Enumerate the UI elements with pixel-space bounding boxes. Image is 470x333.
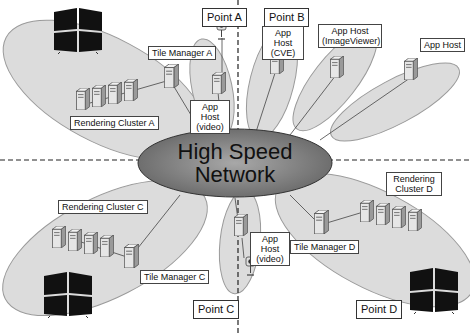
label-text: App Host (video) [254, 234, 286, 264]
component-label: Rendering Cluster A [70, 116, 159, 130]
site-label-box: Point B [264, 8, 309, 27]
component-label: Tile Manager A [148, 46, 216, 60]
display-walls [44, 8, 458, 318]
label-text: App Host [424, 40, 461, 50]
component-label: App Host [420, 38, 465, 52]
label-text: App Host (CVE) [266, 28, 300, 58]
component-label: App Host (video) [250, 232, 290, 266]
component-label: App Host (CVE) [262, 26, 304, 60]
label-text: Rendering Cluster C [62, 202, 144, 212]
label-text: Tile Manager C [144, 272, 205, 282]
network-ellipse: High Speed Network [137, 128, 333, 198]
label-text: Point C [198, 303, 234, 316]
label-text: App Host (video) [194, 102, 226, 132]
label-text: Point B [269, 11, 304, 24]
label-text: Point D [361, 303, 397, 316]
label-text: App Host (ImageViewer) [322, 26, 378, 46]
component-label: Rendering Cluster C [58, 200, 148, 214]
network-title: High Speed Network [137, 140, 333, 186]
component-label: App Host (video) [190, 100, 230, 134]
component-label: App Host (ImageViewer) [318, 24, 382, 48]
site-label-box: Point D [356, 300, 402, 319]
component-label: Tile Manager D [290, 240, 359, 254]
component-label: Tile Manager C [140, 270, 209, 284]
computer-towers [52, 52, 421, 268]
label-text: Tile Manager A [152, 48, 212, 58]
label-text: Rendering Cluster D [390, 174, 438, 194]
component-label: Rendering Cluster D [386, 172, 442, 196]
label-text: Point A [207, 11, 242, 24]
site-label-box: Point A [202, 8, 247, 27]
wires [75, 38, 410, 258]
label-text: Tile Manager D [294, 242, 355, 252]
label-text: Rendering Cluster A [74, 118, 155, 128]
site-label-box: Point C [193, 300, 239, 319]
